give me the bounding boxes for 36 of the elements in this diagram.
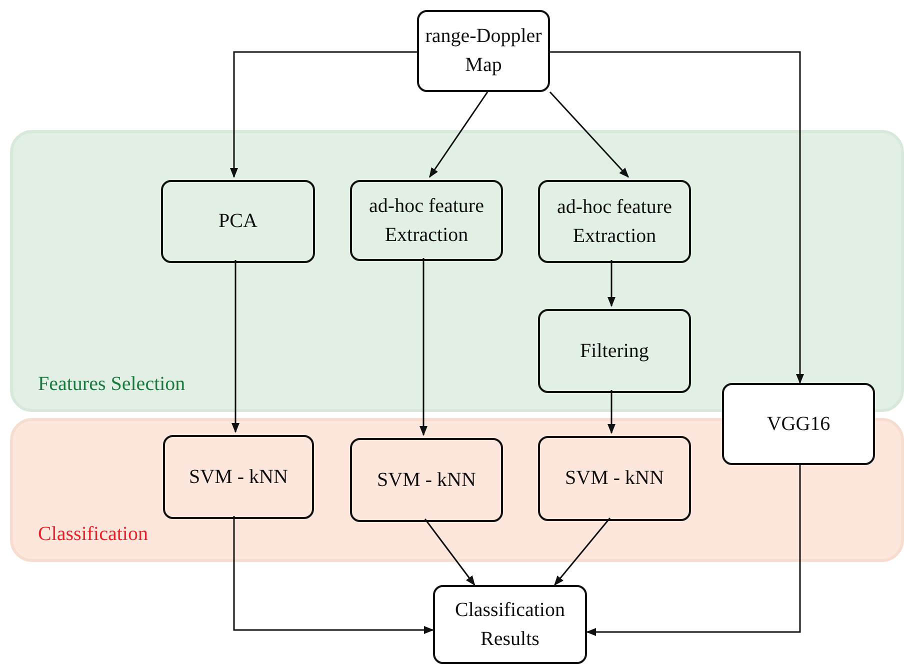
- group-band: [10, 418, 904, 562]
- arrow: [424, 518, 476, 586]
- arrow: [608, 390, 616, 434]
- process-box: [163, 435, 314, 519]
- process-box: [350, 438, 503, 522]
- group-band: [10, 130, 904, 412]
- arrow: [233, 516, 434, 634]
- arrow: [554, 518, 611, 586]
- node-label: SVM - kNN: [565, 466, 664, 491]
- node-label: SVM - kNN: [189, 464, 288, 490]
- process-box: [350, 180, 503, 261]
- arrow: [608, 260, 616, 307]
- process-box: [433, 585, 587, 664]
- arrow: [586, 465, 801, 636]
- arrow: [549, 92, 629, 178]
- process-box: [538, 180, 691, 263]
- arrow: [230, 51, 417, 178]
- node-label: VGG16: [766, 412, 830, 436]
- process-box: [538, 309, 691, 393]
- group-label: Features Selection: [38, 372, 186, 397]
- process-box: [722, 383, 875, 465]
- node-label: SVM - kNN: [377, 468, 476, 492]
- arrow: [550, 51, 804, 384]
- node-label: Classification Results: [454, 598, 566, 652]
- arrow: [420, 258, 428, 436]
- node-label: Filtering: [580, 338, 649, 364]
- node-label: PCA: [218, 209, 258, 234]
- node-label: ad-hoc feature Extraction: [368, 194, 485, 248]
- node-label: range-Doppler Map: [424, 24, 543, 78]
- process-box: [161, 180, 315, 263]
- process-box: [417, 10, 550, 92]
- arrow: [429, 92, 488, 178]
- node-label: ad-hoc feature Extraction: [556, 194, 673, 248]
- group-label: Classification: [38, 522, 148, 547]
- process-box: [538, 436, 691, 521]
- arrow: [232, 260, 240, 433]
